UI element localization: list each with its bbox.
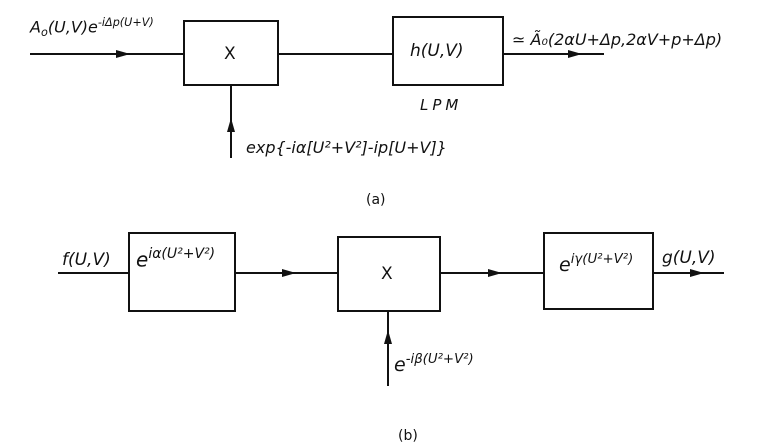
panel-b-chirp2-box (543, 232, 654, 310)
panel-a-multiplier-label: X (224, 44, 236, 64)
panel-a-multiplier-box (183, 20, 279, 86)
panel-a-input-label: Ao(U,V)e-iΔp(U+V) (30, 16, 154, 40)
panel-a-modulation-arrow (227, 118, 235, 132)
panel-a-output-label: ≃ Ã₀(2αU+Δp,2αV+p+Δp) (512, 30, 723, 49)
panel-a-output-arrow (568, 50, 582, 58)
panel-a-filter-caption: LPM (420, 96, 463, 114)
panel-b-multiplier-box (337, 236, 441, 312)
panel-a-input-arrow (116, 50, 130, 58)
panel-b-link2-arrow (488, 269, 502, 277)
panel-a-output-line (504, 53, 604, 55)
panel-b-output-line (654, 272, 724, 274)
panel-b-multiplier-label: X (381, 264, 393, 284)
panel-b-link1-arrow (282, 269, 296, 277)
panel-b-chirp1-label: eiα(U²+V²) (136, 246, 216, 272)
panel-a-filter-box (392, 16, 504, 86)
panel-a-modulation-label: exp{-iα[U²+V²]-ip[U+V]} (246, 138, 447, 157)
panel-a-link-line (279, 53, 392, 55)
panel-b-modulation-arrow (384, 330, 392, 344)
panel-a-input-line (30, 53, 183, 55)
panel-b-input-line (58, 272, 128, 274)
panel-b-caption: (b) (398, 428, 418, 444)
panel-b-modulation-label: e-iβ(U²+V²) (394, 352, 474, 376)
panel-b-output-label: g(U,V) (662, 248, 716, 268)
panel-b-chirp2-label: eiγ(U²+V²) (559, 252, 634, 276)
panel-a-filter-label: h(U,V) (410, 41, 464, 61)
panel-a-caption: (a) (366, 192, 386, 208)
panel-b-input-label: f(U,V) (62, 250, 111, 270)
panel-b-output-arrow (690, 269, 704, 277)
panel-b-modulation-line (387, 312, 389, 386)
panel-b-chirp1-box (128, 232, 236, 312)
